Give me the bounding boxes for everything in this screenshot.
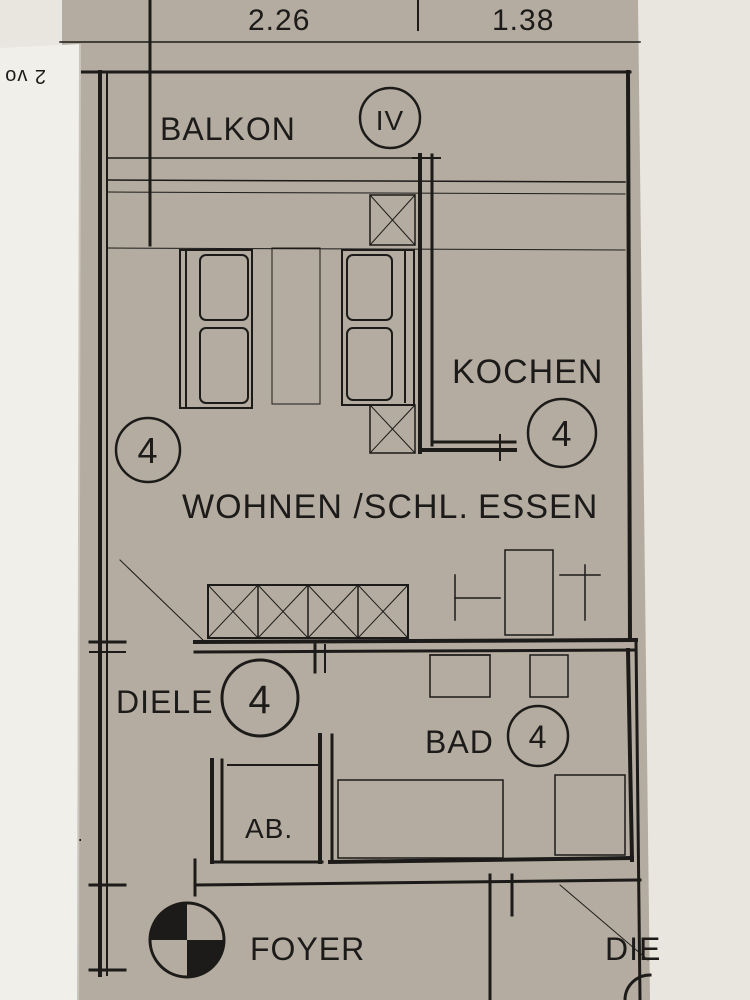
bed-pillow	[346, 254, 393, 321]
balcony-rail	[106, 179, 626, 183]
toilet	[529, 654, 569, 698]
room-number-wohnen: 4	[137, 430, 158, 471]
top-dim-2: 1.38	[492, 4, 554, 37]
wall-right-upper	[625, 69, 633, 643]
room-label-essen: ESSEN	[478, 488, 598, 526]
room-number-diele: 4	[248, 678, 271, 722]
partition-wall	[192, 637, 639, 645]
room-label-cut: DIE	[605, 931, 661, 967]
wardrobe-cross	[307, 584, 359, 639]
cupboard-cross	[369, 194, 416, 246]
washbasin	[429, 654, 491, 698]
foyer-wall	[193, 878, 642, 887]
page-edge	[77, 43, 81, 1000]
room-circle-wohnen	[114, 416, 182, 484]
room-label-balkon: BALKON	[160, 111, 296, 147]
bed-left	[179, 249, 253, 409]
foyer-symbol	[148, 901, 226, 979]
bath-wall	[327, 855, 635, 865]
room-label-bad: BAD	[425, 724, 494, 760]
cupboard	[369, 194, 416, 246]
top-dim-1: 2.26	[248, 4, 310, 37]
room-circle-diele	[220, 658, 300, 738]
room-label-diele: DIELE	[116, 684, 213, 720]
wall-right-lower	[634, 638, 642, 1000]
room-label-abstell: AB.	[245, 813, 293, 844]
bed-pillow	[346, 327, 393, 401]
wardrobe-cross	[357, 584, 409, 639]
room-label-wohnen: WOHNEN /SCHL.	[182, 488, 469, 526]
shower	[554, 774, 626, 856]
room-label-foyer: FOYER	[250, 931, 365, 967]
room-number-balkon: IV	[376, 105, 404, 136]
bed-pillow	[199, 327, 249, 404]
bed-right	[341, 249, 415, 406]
arc-partial	[623, 973, 652, 1000]
room-circle-kochen	[526, 397, 598, 469]
room-number-bad: 4	[529, 719, 548, 755]
page-corner-text: 2 vo	[4, 65, 46, 87]
door-swing	[119, 559, 206, 643]
bed-pillow	[199, 254, 249, 321]
wardrobe-cross	[207, 584, 259, 639]
room-label-kochen: KOCHEN	[452, 353, 603, 391]
wardrobe-cross	[257, 584, 309, 639]
door-swing	[559, 884, 649, 961]
dining-table	[504, 549, 554, 636]
left-page	[0, 44, 80, 1000]
balcony-rail	[106, 191, 626, 195]
partition-wall	[193, 648, 638, 654]
table	[271, 247, 321, 405]
room-circle-bad	[506, 704, 570, 768]
room-number-kochen: 4	[551, 413, 572, 454]
bathtub	[337, 779, 504, 859]
room-circle-balkon	[358, 86, 422, 150]
bath-wall	[625, 647, 635, 863]
cupboard-cross	[369, 404, 416, 454]
